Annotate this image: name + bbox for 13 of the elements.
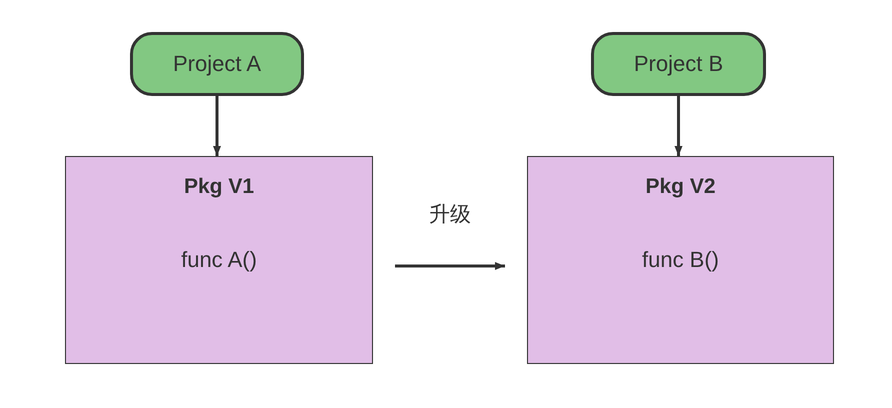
project-label: Project B [634, 51, 724, 77]
box-title: Pkg V2 [644, 175, 717, 199]
package-box [65, 156, 373, 364]
function-label: func B() [640, 247, 720, 273]
arrow [395, 262, 505, 270]
box-title: Pkg V1 [182, 175, 256, 199]
package-box [527, 156, 834, 364]
function-label: func A() [180, 247, 258, 273]
arrow [213, 96, 221, 156]
project-label: Project A [172, 51, 262, 77]
arrow [674, 96, 682, 156]
project-pill [130, 32, 304, 96]
project-pill [591, 32, 766, 96]
